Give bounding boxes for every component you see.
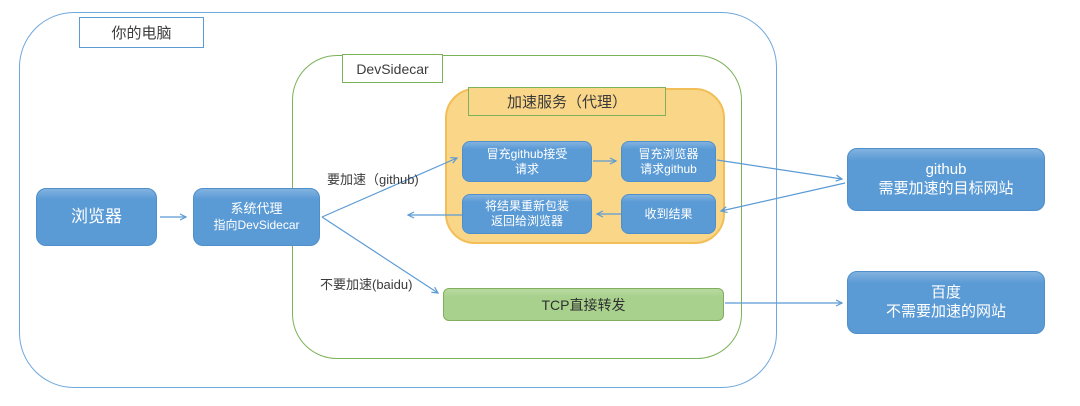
- node-receive-result: 收到结果: [621, 194, 716, 234]
- node-fake-github-accept: 冒充github接受 请求: [462, 141, 592, 182]
- acceleration-service-label: 加速服务（代理）: [468, 87, 666, 116]
- devsidecar-frame-label-text: DevSidecar: [356, 60, 429, 77]
- edge-label-accelerate: 要加速（github): [327, 172, 419, 187]
- node-baidu-line1: 百度: [930, 283, 961, 301]
- acceleration-service-label-text: 加速服务（代理）: [506, 94, 627, 111]
- node-tcp-forward: TCP直接转发: [443, 288, 724, 321]
- node-receive-result-label: 收到结果: [644, 206, 693, 221]
- node-fake-browser-line2: 请求github: [640, 161, 697, 176]
- node-system-proxy: 系统代理 指向DevSidecar: [193, 188, 320, 246]
- node-browser-label: 浏览器: [71, 207, 122, 227]
- node-fake-github-line1: 冒充github接受: [486, 146, 568, 161]
- node-browser: 浏览器: [36, 188, 157, 246]
- computer-frame-label: 你的电脑: [79, 17, 204, 48]
- devsidecar-frame-label: DevSidecar: [342, 54, 443, 83]
- node-system-proxy-line1: 系统代理: [230, 201, 283, 217]
- edge-label-no-accelerate: 不要加速(baidu): [320, 277, 413, 292]
- node-baidu-site: 百度 不需要加速的网站: [847, 271, 1045, 334]
- computer-frame-label-text: 你的电脑: [111, 25, 172, 42]
- node-baidu-line2: 不需要加速的网站: [885, 302, 1006, 320]
- node-system-proxy-line2: 指向DevSidecar: [213, 217, 300, 232]
- node-github-site: github 需要加速的目标网站: [847, 148, 1045, 211]
- node-repack-line1: 将结果重新包装: [484, 199, 569, 213]
- node-github-line1: github: [925, 160, 967, 178]
- node-repack-result: 将结果重新包装 返回给浏览器: [462, 194, 592, 234]
- node-tcp-forward-label: TCP直接转发: [541, 296, 626, 313]
- node-fake-browser-request: 冒充浏览器 请求github: [621, 141, 716, 182]
- node-fake-browser-line1: 冒充浏览器: [638, 146, 699, 161]
- node-github-line2: 需要加速的目标网站: [878, 179, 1014, 197]
- node-repack-line2: 返回给浏览器: [490, 214, 563, 228]
- node-fake-github-line2: 请求: [514, 161, 539, 176]
